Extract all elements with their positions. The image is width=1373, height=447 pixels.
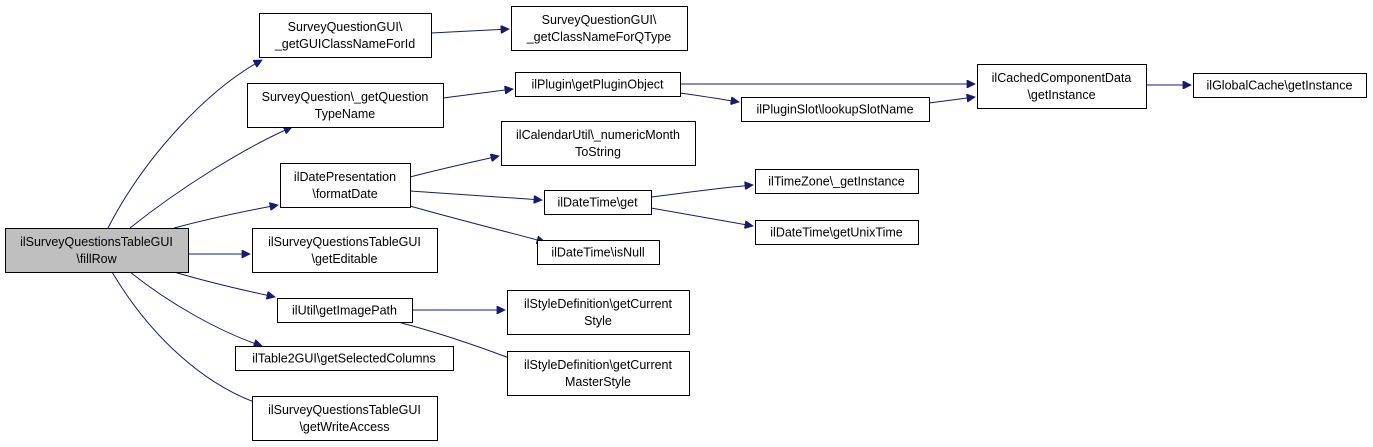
node-box bbox=[252, 396, 438, 441]
node-label-line: ilDatePresentation bbox=[294, 170, 396, 184]
node-label-line: SurveyQuestionGUI\ bbox=[288, 20, 403, 34]
edge-get-image-path-to-get-current-master-style bbox=[397, 321, 517, 361]
edge-root-to-get-question-type-name bbox=[129, 127, 292, 229]
node-get-gui-class-name[interactable]: SurveyQuestionGUI\ _getGUIClassNameForId bbox=[259, 13, 432, 58]
node-label-line: SurveyQuestion\_getQuestion bbox=[262, 90, 429, 104]
edge-format-date-to-datetime-is-null bbox=[409, 205, 545, 242]
edge-get-gui-class-name-to-get-class-name-for-qtype bbox=[430, 29, 509, 34]
node-box bbox=[507, 351, 690, 396]
edge-root-to-format-date bbox=[173, 205, 278, 229]
node-label-line: TypeName bbox=[315, 107, 375, 121]
node-box bbox=[1193, 73, 1367, 98]
edge-root-to-get-image-path bbox=[173, 271, 275, 297]
edge-lookup-slot-name-to-cached-component-data bbox=[928, 97, 975, 104]
edge-format-date-to-datetime-get bbox=[409, 190, 542, 200]
node-box bbox=[544, 190, 652, 215]
edge-datetime-get-to-timezone-get-instance bbox=[650, 185, 753, 198]
node-box bbox=[977, 64, 1147, 109]
node-box bbox=[252, 228, 438, 273]
node-label-line: ilTimeZone\_getInstance bbox=[768, 175, 904, 189]
node-global-cache[interactable]: ilGlobalCache\getInstance bbox=[1193, 73, 1367, 98]
edges bbox=[107, 29, 1191, 406]
node-label-line: ilSurveyQuestionsTableGUI bbox=[20, 235, 173, 249]
node-datetime-get[interactable]: ilDateTime\get bbox=[544, 190, 652, 215]
node-box bbox=[515, 72, 681, 97]
node-box bbox=[280, 163, 411, 208]
node-label-line: \getEditable bbox=[311, 252, 377, 266]
node-label-line: ilStyleDefinition\getCurrent bbox=[524, 297, 673, 311]
node-get-image-path[interactable]: ilUtil\getImagePath bbox=[277, 298, 413, 323]
node-label-line: ilUtil\getImagePath bbox=[292, 304, 397, 318]
node-label-line: Style bbox=[584, 314, 612, 328]
node-label-line: \fillRow bbox=[76, 252, 117, 266]
node-box bbox=[511, 6, 688, 51]
node-cached-component-data[interactable]: ilCachedComponentData \getInstance bbox=[977, 64, 1147, 109]
node-box bbox=[755, 169, 919, 194]
node-label-line: ilSurveyQuestionsTableGUI bbox=[268, 403, 421, 417]
node-label-line: ilDateTime\getUnixTime bbox=[770, 226, 902, 240]
node-label-line: \formatDate bbox=[312, 187, 377, 201]
node-get-unix-time[interactable]: ilDateTime\getUnixTime bbox=[755, 220, 919, 245]
node-label-line: ilDateTime\get bbox=[557, 196, 638, 210]
node-box bbox=[755, 220, 919, 245]
node-label-line: \getWriteAccess bbox=[299, 420, 389, 434]
node-get-write-access[interactable]: ilSurveyQuestionsTableGUI \getWriteAccess bbox=[252, 396, 438, 441]
node-box bbox=[741, 97, 930, 122]
node-box bbox=[277, 298, 413, 323]
node-get-selected-columns[interactable]: ilTable2GUI\getSelectedColumns bbox=[235, 346, 454, 371]
edge-get-plugin-object-to-lookup-slot-name bbox=[679, 92, 739, 102]
node-label-line: ilPlugin\getPluginObject bbox=[531, 78, 664, 92]
node-label-line: ilTable2GUI\getSelectedColumns bbox=[252, 352, 435, 366]
node-get-editable[interactable]: ilSurveyQuestionsTableGUI \getEditable bbox=[252, 228, 438, 273]
node-format-date[interactable]: ilDatePresentation \formatDate bbox=[280, 163, 411, 208]
node-lookup-slot-name[interactable]: ilPluginSlot\lookupSlotName bbox=[741, 97, 930, 122]
node-box bbox=[5, 228, 189, 273]
node-get-plugin-object[interactable]: ilPlugin\getPluginObject bbox=[515, 72, 681, 97]
node-label-line: \getInstance bbox=[1027, 88, 1095, 102]
edge-datetime-get-to-get-unix-time bbox=[650, 207, 753, 226]
node-box bbox=[235, 346, 454, 371]
node-get-class-name-for-qtype[interactable]: SurveyQuestionGUI\ _getClassNameForQType bbox=[511, 6, 688, 51]
node-box bbox=[537, 240, 660, 265]
edge-format-date-to-numeric-month bbox=[409, 156, 499, 178]
node-box bbox=[507, 290, 690, 335]
node-label-line: ilGlobalCache\getInstance bbox=[1207, 79, 1353, 93]
nodes: ilSurveyQuestionsTableGUI \fillRow SurveyQ… bbox=[5, 6, 1367, 441]
edge-root-to-get-selected-columns bbox=[129, 271, 262, 346]
node-root[interactable]: ilSurveyQuestionsTableGUI \fillRow bbox=[5, 228, 189, 273]
node-box bbox=[501, 121, 696, 166]
edge-root-to-get-gui-class-name bbox=[107, 59, 262, 229]
node-label-line: _getGUIClassNameForId bbox=[274, 37, 415, 51]
node-label-line: _getClassNameForQType bbox=[526, 30, 672, 44]
node-label-line: ilCachedComponentData bbox=[992, 71, 1132, 85]
node-label-line: ilSurveyQuestionsTableGUI bbox=[268, 235, 421, 249]
node-label-line: ilDateTime\isNull bbox=[551, 246, 644, 260]
node-label-line: ToString bbox=[575, 145, 621, 159]
edge-get-question-type-name-to-get-plugin-object bbox=[442, 89, 513, 99]
node-label-line: SurveyQuestionGUI\ bbox=[542, 13, 657, 27]
node-label-line: MasterStyle bbox=[565, 375, 631, 389]
node-label-line: ilPluginSlot\lookupSlotName bbox=[756, 103, 913, 117]
node-label-line: ilStyleDefinition\getCurrent bbox=[524, 358, 673, 372]
node-label-line: ilCalendarUtil\_numericMonth bbox=[516, 128, 680, 142]
node-box bbox=[247, 83, 444, 128]
node-timezone-get-instance[interactable]: ilTimeZone\_getInstance bbox=[755, 169, 919, 194]
node-datetime-is-null[interactable]: ilDateTime\isNull bbox=[537, 240, 660, 265]
edge-root-to-get-write-access bbox=[111, 271, 266, 406]
node-box bbox=[259, 13, 432, 58]
